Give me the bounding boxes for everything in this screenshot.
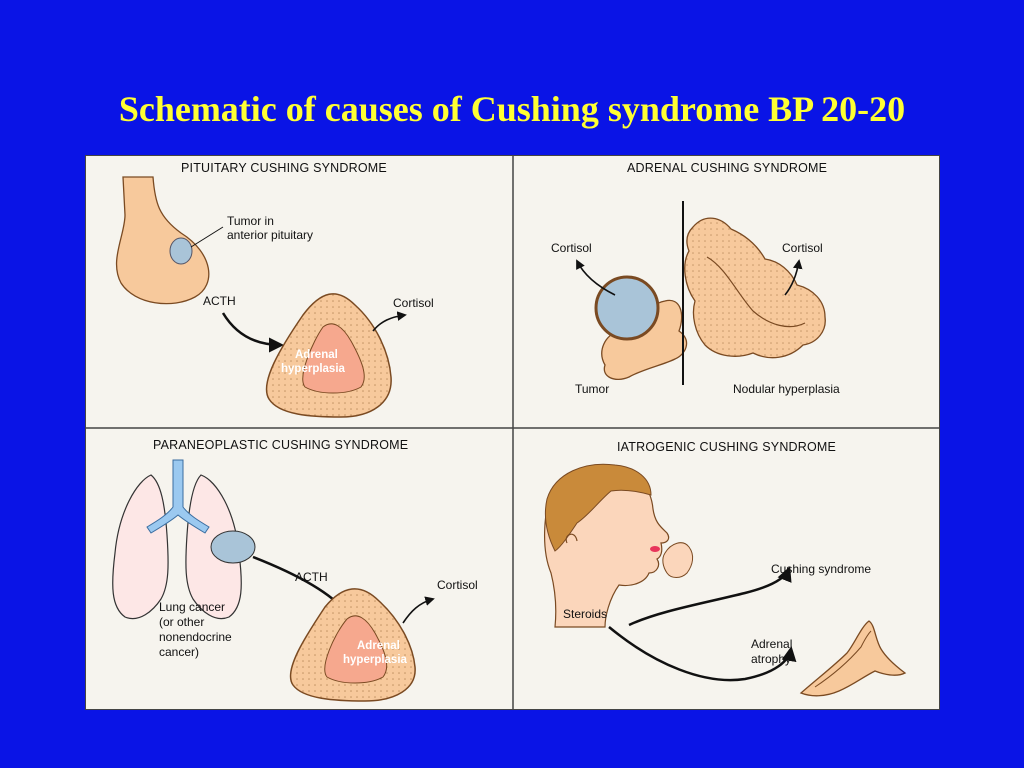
paraneoplastic-heading: PARANEOPLASTIC CUSHING SYNDROME xyxy=(153,438,408,452)
panel-paraneoplastic: PARANEOPLASTIC CUSHING SYNDROME ACTH Lun… xyxy=(112,438,478,702)
lung-cancer-label-3: nonendocrine xyxy=(159,630,232,644)
cortisol-left-arrow xyxy=(576,259,616,296)
paraneoplastic-cortisol-label: Cortisol xyxy=(437,578,478,592)
pituitary-gland xyxy=(116,176,210,305)
cushing-schematic-figure: PITUITARY CUSHING SYNDROME Tumor in ante… xyxy=(85,155,940,710)
trachea xyxy=(146,459,210,534)
lung-cancer-label-2: (or other xyxy=(159,615,204,629)
cortisol-right-arrow xyxy=(784,259,803,296)
patient-hair xyxy=(544,463,652,552)
lung-cancer-label-1: Lung cancer xyxy=(159,600,225,614)
panel-borders xyxy=(85,155,940,710)
panel-pituitary: PITUITARY CUSHING SYNDROME Tumor in ante… xyxy=(116,161,434,418)
cortisol-arrow xyxy=(372,311,407,332)
panel-adrenal: ADRENAL CUSHING SYNDROME Cortisol Cortis… xyxy=(551,161,840,396)
cushing-syndrome-label: Cushing syndrome xyxy=(771,562,871,576)
slide-title: Schematic of causes of Cushing syndrome … xyxy=(118,89,906,129)
left-lung xyxy=(112,474,169,620)
adrenal-hyperplasia-label-1: Adrenal xyxy=(295,349,338,361)
pill xyxy=(650,546,660,552)
adrenal-cortisol-right-label: Cortisol xyxy=(782,241,823,255)
adrenal-tumor xyxy=(594,275,660,341)
acth-arrow xyxy=(221,312,284,353)
paraneoplastic-adrenal-label-2: hyperplasia xyxy=(343,654,408,666)
adrenal-hyperplasia-label-2: hyperplasia xyxy=(281,363,346,375)
lung-tumor xyxy=(210,530,256,564)
steroids-to-atrophy-arrow xyxy=(608,626,797,682)
paraneoplastic-cortisol-arrow xyxy=(402,596,435,624)
adrenal-cortisol-left-label: Cortisol xyxy=(551,241,592,255)
pituitary-heading: PITUITARY CUSHING SYNDROME xyxy=(181,161,387,175)
adrenal-tumor-label: Tumor xyxy=(575,382,609,396)
pituitary-cortisol-label: Cortisol xyxy=(393,296,434,310)
tumor-label-line-1: Tumor in xyxy=(227,214,274,228)
steroids-label: Steroids xyxy=(563,607,607,621)
panel-iatrogenic: IATROGENIC CUSHING SYNDROME Steroids Cus… xyxy=(544,440,907,697)
adrenal-medulla xyxy=(302,323,365,394)
pituitary-acth-label: ACTH xyxy=(203,294,236,308)
nodular-hyperplasia-label: Nodular hyperplasia xyxy=(733,382,840,396)
tumor-label-line-2: anterior pituitary xyxy=(227,228,313,242)
adrenal-heading: ADRENAL CUSHING SYNDROME xyxy=(627,161,827,175)
pituitary-tumor xyxy=(169,237,193,265)
steroids-to-cushing-arrow xyxy=(628,566,792,627)
atrophic-adrenal-gland xyxy=(799,620,907,697)
lung-cancer-label-4: cancer) xyxy=(159,645,199,659)
paraneoplastic-adrenal-label-1: Adrenal xyxy=(357,640,400,652)
adrenal-atrophy-label-1: Adrenal xyxy=(751,637,792,651)
hand xyxy=(662,542,694,578)
adrenal-atrophy-label-2: atrophy xyxy=(751,652,791,666)
iatrogenic-heading: IATROGENIC CUSHING SYNDROME xyxy=(617,440,836,454)
